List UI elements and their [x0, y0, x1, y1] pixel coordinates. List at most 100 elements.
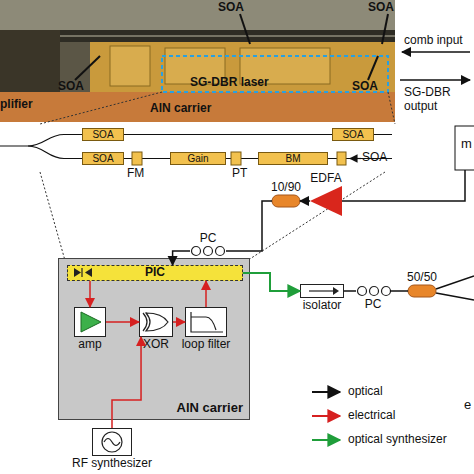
paddle-circle: [192, 247, 201, 256]
waveguide: [60, 36, 395, 37]
mirror-section: BM: [258, 152, 328, 165]
optical-isolator: isolator: [300, 284, 344, 298]
shape-symbol: [310, 186, 342, 216]
phase-section: [132, 152, 142, 165]
photodiode-symbol: [74, 268, 81, 277]
legend-label: optical: [348, 384, 383, 398]
part-label: plifier: [0, 98, 33, 112]
paddle-circle: [370, 287, 379, 296]
rf-synthesizer: RF synthesizer: [92, 428, 132, 456]
photodiode-symbol: [81, 268, 82, 277]
input-arrow: [402, 51, 470, 53]
polarization-controller: PC: [356, 286, 390, 296]
legend-label: electrical: [348, 408, 395, 422]
coupler-symbol: [272, 195, 300, 207]
node-label: 10/90: [271, 181, 301, 194]
shape-symbol: [186, 308, 226, 336]
pic-chip: PIC: [67, 265, 243, 281]
photodiode-symbol: [85, 268, 92, 277]
port-label: SG-DBR output: [404, 86, 470, 114]
edfa-amplifier: EDFA: [310, 186, 342, 216]
fiber: [436, 276, 474, 289]
soa-box: SOA: [332, 128, 374, 141]
gold-pad: [110, 46, 150, 86]
part-label: SOA: [352, 80, 378, 94]
shape-symbol: [190, 246, 226, 256]
cut-off-text: e: [464, 398, 471, 413]
paddle-circle: [382, 287, 391, 296]
zoom-line: [40, 92, 162, 124]
node-label: SOA: [342, 129, 363, 140]
gold-pad: [90, 42, 395, 92]
shape-symbol: [356, 286, 390, 296]
chip-photo: [0, 0, 395, 122]
shape-symbol: [408, 285, 436, 297]
phase-section: [231, 152, 241, 165]
part-label: SOA: [368, 1, 394, 15]
pointer-arrow: [350, 158, 361, 159]
wire-bond: [75, 56, 100, 80]
output-arrow: [400, 79, 470, 81]
zoom-line: [242, 172, 385, 264]
shape-symbol: [272, 195, 300, 207]
legend-swatch: [312, 439, 340, 441]
optical-fiber: [173, 251, 190, 265]
shape-symbol: [75, 308, 105, 336]
amplifier-block: amp: [74, 307, 106, 337]
node-label: SOA: [92, 129, 113, 140]
node-label: loop filter: [182, 338, 231, 351]
legend-label: optical synthesizer: [348, 432, 447, 446]
isolator-arrow: [309, 290, 333, 291]
zoom-line: [40, 172, 66, 264]
xor-gate: XOR: [139, 307, 173, 337]
shape-symbol: [301, 285, 343, 297]
electrical-connector: [106, 321, 139, 323]
isolator-arrow: [333, 287, 339, 295]
optical-fiber: [226, 201, 272, 251]
polarization-controller: PC: [190, 246, 226, 256]
loop-filter: loop filter: [185, 307, 227, 337]
fiber: [342, 170, 465, 201]
node-label: PC: [365, 298, 382, 311]
wire-bond: [382, 14, 388, 44]
section-label: SOA: [362, 151, 387, 165]
aln-carrier: PICampXORloop filterAlN carrier: [58, 258, 250, 420]
photo-region: [60, 30, 395, 42]
section-label: FM: [127, 167, 144, 181]
section-label: PT: [232, 167, 247, 181]
node-label: 50/50: [407, 271, 437, 284]
part-label: AlN carrier: [150, 102, 211, 116]
node-label: PC: [200, 232, 217, 245]
node-label: isolator: [303, 299, 342, 312]
filter-curve: [191, 317, 216, 330]
soa-box: SOA: [82, 128, 124, 141]
node-label: AlN carrier: [177, 401, 243, 415]
port-label: comb input: [404, 34, 463, 48]
electrical-connector: [205, 281, 207, 307]
node-label: PIC: [145, 266, 165, 279]
electrical-connector: [112, 337, 141, 428]
legend-swatch: [312, 415, 340, 417]
node-label: RF synthesizer: [72, 457, 152, 470]
photo-region: [0, 92, 395, 122]
amplifier-triangle: [310, 186, 342, 216]
fiber-coupler: 50/50: [408, 285, 436, 297]
electrical-connector: [173, 321, 185, 323]
legend-swatch: [312, 391, 340, 393]
node-label: XOR: [143, 338, 169, 351]
soa-section: [337, 152, 346, 165]
photo-region: [0, 30, 60, 92]
paddle-circle: [216, 247, 225, 256]
gold-pad: [240, 48, 330, 84]
electrical-connector: [89, 281, 91, 307]
optical-fiber: [344, 290, 356, 292]
cut-off-text: m: [461, 137, 472, 152]
node-label: EDFA: [310, 172, 341, 185]
shape-symbol: [140, 308, 172, 336]
zoom-line: [388, 92, 395, 124]
part-label: SOA: [58, 80, 84, 94]
node-label: BM: [286, 153, 301, 164]
soa-box: SOA: [82, 152, 124, 165]
amplifier-triangle: [81, 312, 101, 332]
